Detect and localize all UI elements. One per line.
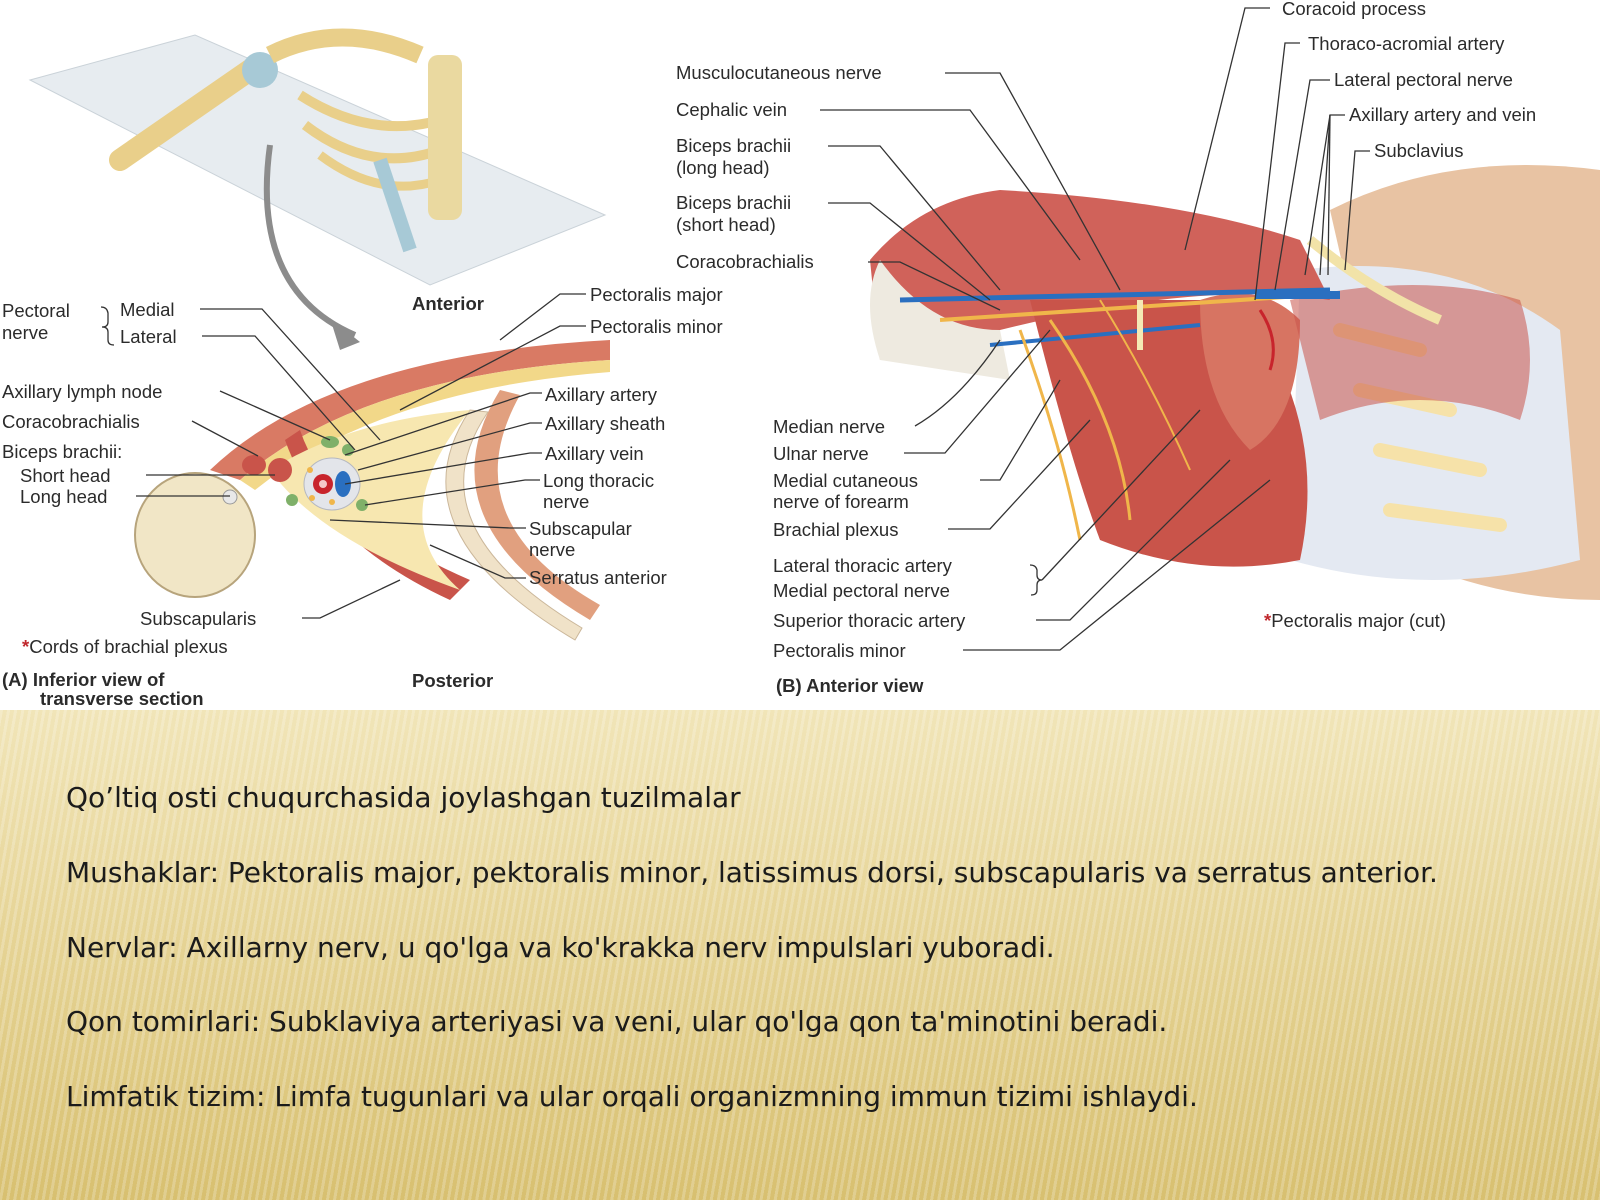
anterior-view [870, 165, 1600, 600]
label-ulnar-nerve: Ulnar nerve [773, 443, 869, 464]
label-subscapular-2: nerve [529, 539, 576, 560]
label-lateral-thoracic-artery: Lateral thoracic artery [773, 555, 952, 576]
leader-lines [100, 7, 1370, 651]
label-long-thoracic-1: Long thoracic [543, 470, 655, 491]
label-thoraco-acromial-artery: Thoraco-acromial artery [1308, 33, 1505, 54]
label-pectoralis-minor-a: Pectoralis minor [590, 316, 723, 337]
label-axillary-vein: Axillary vein [545, 443, 644, 464]
label-lateral-pectoral-nerve: Lateral pectoral nerve [1334, 69, 1513, 90]
label-short-head: Short head [20, 465, 111, 486]
anatomy-figure: Anterior Posterior Pectoral nerve Medial… [0, 0, 1600, 710]
label-coracobrachialis-b: Coracobrachialis [676, 251, 814, 272]
nerves-text: Nervlar: Axillarny nerv, u qo'lga va ko'… [66, 931, 1055, 964]
label-biceps-long-2: (long head) [676, 157, 770, 178]
label-medial-cutaneous-1: Medial cutaneous [773, 470, 919, 491]
label-subscapular-1: Subscapular [529, 518, 632, 539]
vessels-text: Qon tomirlari: Subklaviya arteriyasi va … [66, 1005, 1168, 1038]
label-musculocutaneous-nerve: Musculocutaneous nerve [676, 62, 882, 83]
label-axillary-artery: Axillary artery [545, 384, 658, 405]
label-axillary-sheath: Axillary sheath [545, 413, 666, 434]
transverse-section [134, 340, 610, 641]
label-biceps-long-1: Biceps brachii [676, 135, 792, 156]
label-coracobrachialis-a: Coracobrachialis [2, 411, 140, 432]
label-pectoral-medial: Medial [120, 299, 175, 320]
label-biceps-brachii-a: Biceps brachii: [2, 441, 123, 462]
label-cords-note: Cords of brachial plexus [22, 636, 227, 657]
text-panel: Qo’ltiq osti chuqurchasida joylashgan tu… [0, 710, 1600, 1200]
label-pectoralis-major-a: Pectoralis major [590, 284, 723, 305]
label-median-nerve: Median nerve [773, 416, 886, 437]
label-posterior: Posterior [412, 670, 494, 691]
label-subscapularis: Subscapularis [140, 608, 257, 629]
label-brachial-plexus: Brachial plexus [773, 519, 899, 540]
label-axillary-artery-vein: Axillary artery and vein [1349, 104, 1537, 125]
label-medial-pectoral-nerve: Medial pectoral nerve [773, 580, 950, 601]
label-long-thoracic-2: nerve [543, 491, 590, 512]
heading-text: Qo’ltiq osti chuqurchasida joylashgan tu… [66, 781, 741, 814]
label-pectoral-lateral: Lateral [120, 326, 177, 347]
label-biceps-short-2: (short head) [676, 214, 776, 235]
muscles-text: Mushaklar: Pektoralis major, pektoralis … [66, 856, 1438, 889]
label-serratus-anterior: Serratus anterior [529, 567, 667, 588]
caption-a-1: (A) Inferior view of [2, 669, 165, 690]
caption-b: (B) Anterior view [776, 675, 924, 696]
label-axillary-lymph-node: Axillary lymph node [2, 381, 163, 402]
label-biceps-short-1: Biceps brachii [676, 192, 792, 213]
label-pectoral-nerve-2: nerve [2, 322, 49, 343]
label-coracoid-process: Coracoid process [1282, 0, 1426, 19]
thorax-sketch [28, 28, 607, 350]
label-superior-thoracic-artery: Superior thoracic artery [773, 610, 966, 631]
label-pectoralis-minor-b: Pectoralis minor [773, 640, 906, 661]
label-pectoralis-major-cut: Pectoralis major (cut) [1264, 610, 1446, 631]
anatomy-illustration [28, 7, 1600, 651]
caption-a-2: transverse section [40, 688, 204, 709]
label-long-head: Long head [20, 486, 108, 507]
lymph-text: Limfatik tizim: Limfa tugunlari va ular … [66, 1080, 1198, 1113]
label-anterior: Anterior [412, 293, 484, 314]
label-cephalic-vein: Cephalic vein [676, 99, 788, 120]
label-pectoral-nerve-1: Pectoral [2, 300, 70, 321]
label-medial-cutaneous-2: nerve of forearm [773, 491, 909, 512]
label-subclavius: Subclavius [1374, 140, 1464, 161]
